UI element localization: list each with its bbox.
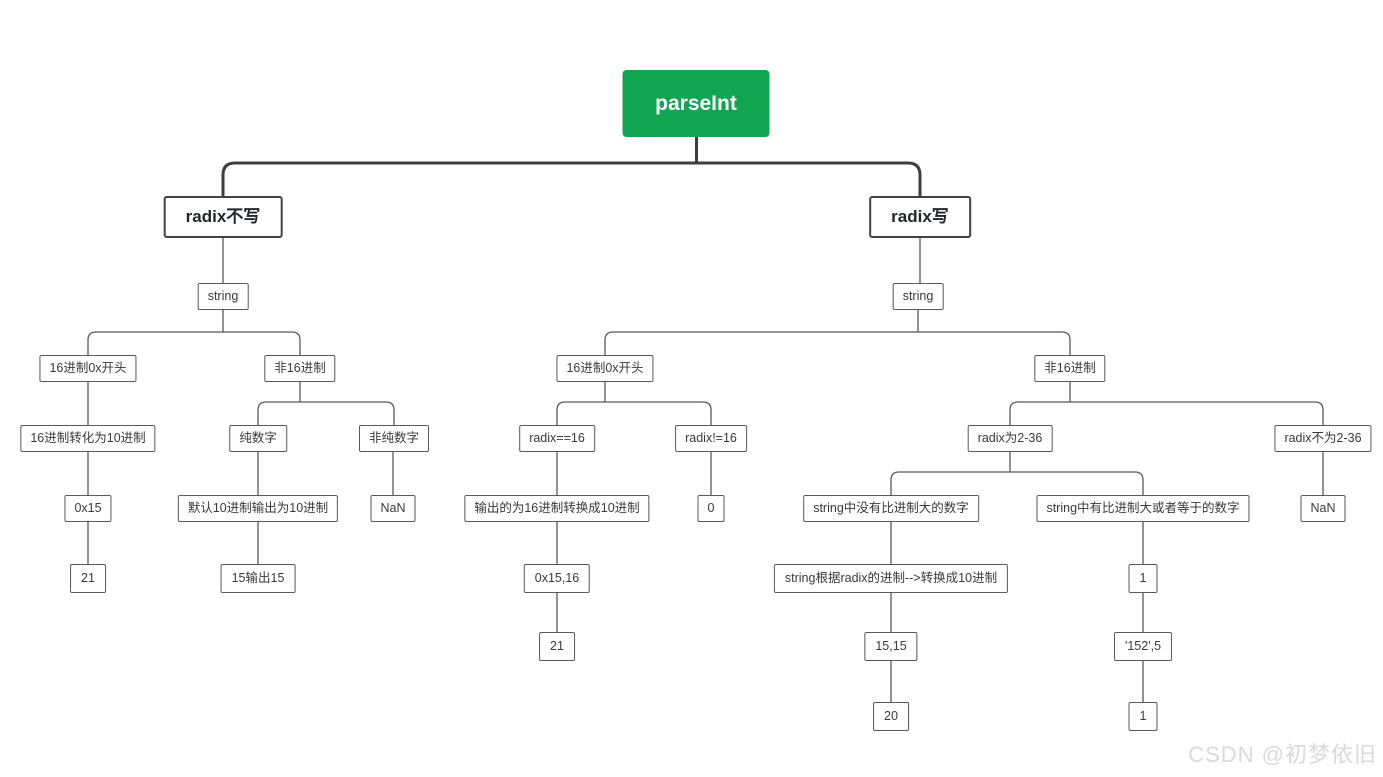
node-left-nonhex[interactable]: 非16进制 (264, 355, 336, 382)
node-impure-nan[interactable]: NaN (370, 495, 416, 522)
branch-connectors (87, 238, 1324, 702)
node-convert-example[interactable]: 15,15 (864, 632, 918, 661)
node-parseint[interactable]: parseInt (622, 70, 770, 137)
node-right-hex[interactable]: 16进制0x开头 (556, 355, 654, 382)
node-string-left[interactable]: string (197, 283, 249, 310)
node-convert-rule[interactable]: string根据radix的进制-->转换成10进制 (773, 564, 1009, 593)
node-radix-eq16[interactable]: radix==16 (519, 425, 595, 452)
node-eq16-output[interactable]: 输出的为16进制转换成10进制 (464, 495, 650, 522)
node-radix-out-range[interactable]: radix不为2-36 (1274, 425, 1372, 452)
trunk-connector (221, 137, 922, 196)
node-partial-final[interactable]: 1 (1128, 702, 1158, 731)
node-hex-result[interactable]: 21 (70, 564, 106, 593)
node-radix-ne16[interactable]: radix!=16 (675, 425, 747, 452)
csdn-watermark: CSDN @初梦依旧 (1188, 742, 1377, 767)
node-radix-set[interactable]: radix写 (869, 196, 971, 238)
node-ne16-result[interactable]: 0 (697, 495, 725, 522)
node-hex-convert[interactable]: 16进制转化为10进制 (20, 425, 156, 452)
node-string-right[interactable]: string (892, 283, 944, 310)
node-pure-default[interactable]: 默认10进制输出为10进制 (177, 495, 339, 522)
node-left-hex[interactable]: 16进制0x开头 (39, 355, 137, 382)
node-eq16-example[interactable]: 0x15,16 (523, 564, 591, 593)
node-radix-unset[interactable]: radix不写 (163, 196, 283, 238)
node-eq16-result[interactable]: 21 (539, 632, 575, 661)
node-convert-result[interactable]: 20 (873, 702, 909, 731)
node-pure-example[interactable]: 15输出15 (220, 564, 296, 593)
node-no-bigger-digit[interactable]: string中没有比进制大的数字 (803, 495, 979, 522)
node-right-nonhex[interactable]: 非16进制 (1034, 355, 1106, 382)
node-impure-number[interactable]: 非纯数字 (358, 425, 430, 452)
node-radix-in-range[interactable]: radix为2-36 (967, 425, 1053, 452)
node-hex-example[interactable]: 0x15 (64, 495, 112, 522)
node-pure-number[interactable]: 纯数字 (229, 425, 287, 452)
node-partial-result[interactable]: 1 (1128, 564, 1158, 593)
node-partial-example[interactable]: '152',5 (1113, 632, 1173, 661)
node-out-range-nan[interactable]: NaN (1300, 495, 1346, 522)
node-has-bigger-digit[interactable]: string中有比进制大或者等于的数字 (1036, 495, 1250, 522)
